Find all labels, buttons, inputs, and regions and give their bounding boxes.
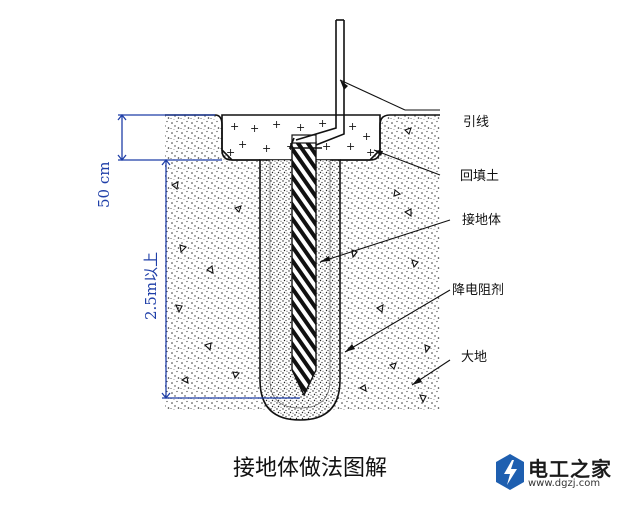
callout-arrowheads	[320, 80, 422, 385]
svg-text:+: +	[238, 138, 247, 151]
svg-text:+: +	[318, 117, 327, 130]
label-earth: 大地	[461, 350, 487, 365]
svg-text:+: +	[262, 142, 271, 155]
svg-text:+: +	[230, 120, 239, 133]
diagram-caption: 接地体做法图解	[232, 456, 387, 481]
svg-text:+: +	[272, 118, 281, 131]
label-resistance-reducer: 降电阻剂	[452, 283, 504, 298]
svg-text:+: +	[226, 146, 235, 159]
dimension-texts: 50 cm 2.5m以上	[95, 162, 160, 320]
dimension-lines	[117, 113, 300, 400]
site-logo: 电工之家 www.dgzj.com	[494, 450, 620, 496]
svg-text:+: +	[366, 146, 375, 159]
svg-text:+: +	[346, 140, 355, 153]
svg-text:+: +	[296, 121, 305, 134]
dimension-50cm: 50 cm	[95, 162, 113, 208]
logo-url: www.dgzj.com	[528, 478, 601, 489]
svg-text:+: +	[362, 130, 371, 143]
ground-surface	[165, 114, 440, 161]
ground-rod	[291, 134, 317, 397]
svg-text:+: +	[250, 122, 259, 135]
callout-labels: 引线 回填土 接地体 降电阻剂 大地	[452, 115, 504, 365]
earth-soil	[165, 115, 440, 420]
svg-text:+: +	[322, 140, 331, 153]
label-lead-wire: 引线	[463, 115, 489, 130]
label-ground-rod: 接地体	[462, 212, 501, 228]
logo-title: 电工之家	[528, 457, 612, 481]
label-backfill: 回填土	[460, 169, 499, 184]
lightning-logo-icon	[496, 454, 524, 490]
dimension-2-5m: 2.5m以上	[142, 252, 160, 320]
lead-wire	[288, 19, 345, 149]
soil-aggregate	[170, 127, 431, 404]
svg-text:+: +	[348, 120, 357, 133]
